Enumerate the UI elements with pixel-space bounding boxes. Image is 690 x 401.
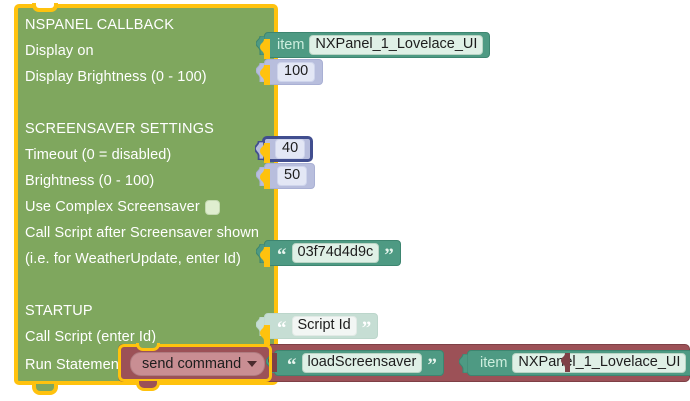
value-block-startup-script-id[interactable]: “ Script Id ” — [256, 313, 379, 339]
value-block-target-item[interactable]: item NXPanel_1_Lovelace_UI — [459, 350, 690, 376]
puzzle-socket-icon — [260, 247, 270, 267]
value-block-screensaver-script-id[interactable]: “ 03f74d4d9c ” — [256, 240, 401, 266]
puzzle-tab-icon — [255, 141, 264, 160]
call-script-startup-label: Call Script (enter Id) — [25, 328, 157, 345]
section-heading-startup: STARTUP — [25, 298, 93, 324]
row-display-brightness: Display Brightness (0 - 100) — [25, 64, 207, 90]
timeout-label: Timeout (0 = disabled) — [25, 146, 172, 163]
close-quote-icon: ” — [361, 317, 372, 339]
text-field[interactable]: loadScreensaver — [301, 353, 423, 373]
row-display-on: Display on — [25, 38, 94, 64]
heading-label: STARTUP — [25, 302, 93, 319]
open-quote-icon: “ — [287, 354, 297, 376]
socket-screensaver-script-id — [260, 247, 270, 267]
socket-screensaver-brightness — [260, 169, 270, 189]
value-block-command-text[interactable]: “ loadScreensaver ” — [266, 350, 444, 376]
heading-label: SCREENSAVER SETTINGS — [25, 120, 215, 137]
send-command-dropdown[interactable]: send command — [130, 352, 266, 376]
brightness-label: Brightness (0 - 100) — [25, 172, 155, 189]
puzzle-socket-icon — [268, 353, 277, 372]
row-use-complex-screensaver: Use Complex Screensaver — [25, 194, 220, 220]
number-field[interactable]: 50 — [277, 166, 308, 186]
puzzle-socket-icon — [260, 39, 270, 59]
run-statement-label: Run Statement — [25, 356, 124, 373]
row-call-script-after-screensaver: Call Script after Screensaver shown — [25, 220, 259, 246]
puzzle-socket-icon — [561, 353, 570, 372]
dropdown-selected-label: send command — [142, 356, 242, 372]
section-heading-screensaver-settings: SCREENSAVER SETTINGS — [25, 116, 214, 142]
socket-screensaver-timeout — [260, 143, 270, 163]
value-block-screensaver-brightness[interactable]: 50 — [256, 163, 316, 189]
text-field[interactable]: Script Id — [291, 316, 357, 336]
text-field[interactable]: 03f74d4d9c — [291, 243, 380, 263]
socket-display-brightness — [260, 65, 270, 85]
value-block-display-brightness[interactable]: 100 — [256, 59, 324, 85]
chevron-down-icon — [247, 361, 258, 367]
open-quote-icon: “ — [277, 244, 287, 266]
close-quote-icon: ” — [427, 354, 437, 376]
call-script-after-label: Call Script after Screensaver shown — [25, 224, 259, 241]
heading-label: NSPANEL CALLBACK — [25, 16, 175, 33]
number-field[interactable]: 40 — [275, 139, 306, 159]
item-keyword-label: item — [277, 37, 305, 53]
puzzle-socket-icon — [260, 143, 270, 163]
block-top-notch-connector — [32, 3, 58, 12]
item-name-field[interactable]: NXPanel_1_Lovelace_UI — [309, 35, 484, 55]
display-on-label: Display on — [25, 42, 94, 59]
block-bottom-tab-connector — [32, 384, 58, 395]
use-complex-screensaver-checkbox[interactable] — [204, 199, 220, 215]
use-complex-screensaver-label: Use Complex Screensaver — [25, 198, 200, 215]
value-block-screensaver-timeout[interactable]: 40 — [255, 136, 314, 162]
socket-target-item — [561, 353, 570, 372]
row-call-script-hint: (i.e. for WeatherUpdate, enter Id) — [25, 246, 241, 272]
section-heading-nspanel-callback: NSPANEL CALLBACK — [25, 12, 174, 38]
row-run-statement: Run Statement — [25, 352, 123, 378]
puzzle-socket-icon — [260, 65, 270, 85]
row-call-script-startup: Call Script (enter Id) — [25, 324, 156, 350]
socket-display-on — [260, 39, 270, 59]
item-keyword-label: item — [480, 355, 508, 371]
block-body[interactable] — [14, 4, 278, 385]
statement-bottom-tab-connector — [136, 381, 160, 391]
socket-startup-script-id — [260, 325, 270, 345]
value-block-display-on-item[interactable]: item NXPanel_1_Lovelace_UI — [256, 32, 491, 58]
puzzle-socket-icon — [260, 325, 270, 345]
socket-command-text — [268, 353, 277, 372]
row-screensaver-brightness: Brightness (0 - 100) — [25, 168, 154, 194]
item-name-field[interactable]: NXPanel_1_Lovelace_UI — [512, 353, 687, 373]
nspanel-callback-block[interactable]: NSPANEL CALLBACK Display on Display Brig… — [14, 3, 278, 395]
close-quote-icon: ” — [384, 244, 394, 266]
puzzle-socket-icon — [260, 169, 270, 189]
row-screensaver-timeout: Timeout (0 = disabled) — [25, 142, 171, 168]
display-brightness-label: Display Brightness (0 - 100) — [25, 68, 207, 85]
number-field[interactable]: 100 — [277, 62, 316, 82]
send-command-statement-block[interactable]: send command “ loadScreensaver ” to item… — [118, 343, 690, 391]
statement-top-notch-connector — [136, 343, 160, 351]
puzzle-tab-icon — [459, 354, 468, 373]
open-quote-icon: “ — [277, 317, 287, 339]
call-script-hint-label: (i.e. for WeatherUpdate, enter Id) — [25, 250, 241, 267]
